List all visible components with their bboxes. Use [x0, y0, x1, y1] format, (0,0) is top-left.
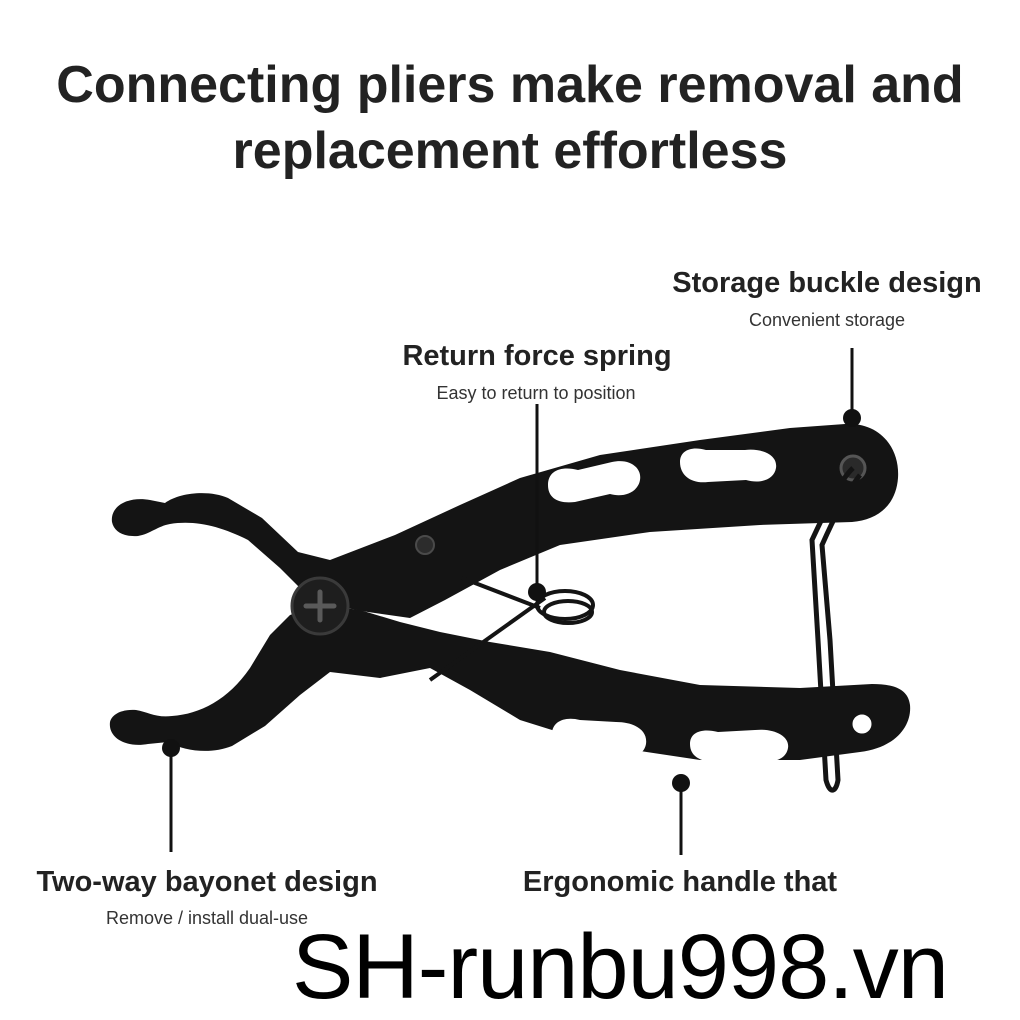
- callout-handle-title: Ergonomic handle that: [522, 866, 838, 898]
- callout-bayonet-subtitle: Remove / install dual-use: [105, 908, 309, 928]
- storage-wire: [809, 466, 862, 793]
- upper-slot-2: [680, 448, 777, 483]
- lower-slot-1: [552, 718, 647, 758]
- headline-line-1: Connecting pliers make removal and: [56, 56, 964, 114]
- callout-spring-subtitle: Easy to return to position: [436, 383, 636, 403]
- callout-bayonet-title: Two-way bayonet design: [36, 866, 378, 898]
- callout-storage-title: Storage buckle design: [672, 267, 982, 299]
- leader-handle-dot: [672, 774, 690, 792]
- upper-slot-1: [548, 461, 641, 503]
- lower-slot-2: [690, 729, 789, 762]
- rivet-dot: [415, 535, 435, 555]
- screw-cross: [303, 589, 337, 623]
- chain-link-pliers-icon: [109, 423, 911, 793]
- callout-spring-title: Return force spring: [402, 340, 672, 372]
- return-spring: [428, 576, 595, 682]
- upper-arm: [111, 423, 899, 618]
- buckle-hole-lower: [849, 711, 875, 737]
- lower-arm: [109, 605, 911, 760]
- leader-spring-dot: [528, 583, 546, 601]
- watermark: SH-runbu998.vn: [292, 916, 949, 1018]
- callout-leaders: [162, 348, 861, 855]
- leader-bayonet-dot: [162, 739, 180, 757]
- callout-storage-subtitle: Convenient storage: [748, 310, 906, 330]
- headline-line-2: replacement effortless: [232, 122, 788, 180]
- headline: Connecting pliers make removal and repla…: [0, 52, 1020, 184]
- leader-storage-dot: [843, 409, 861, 427]
